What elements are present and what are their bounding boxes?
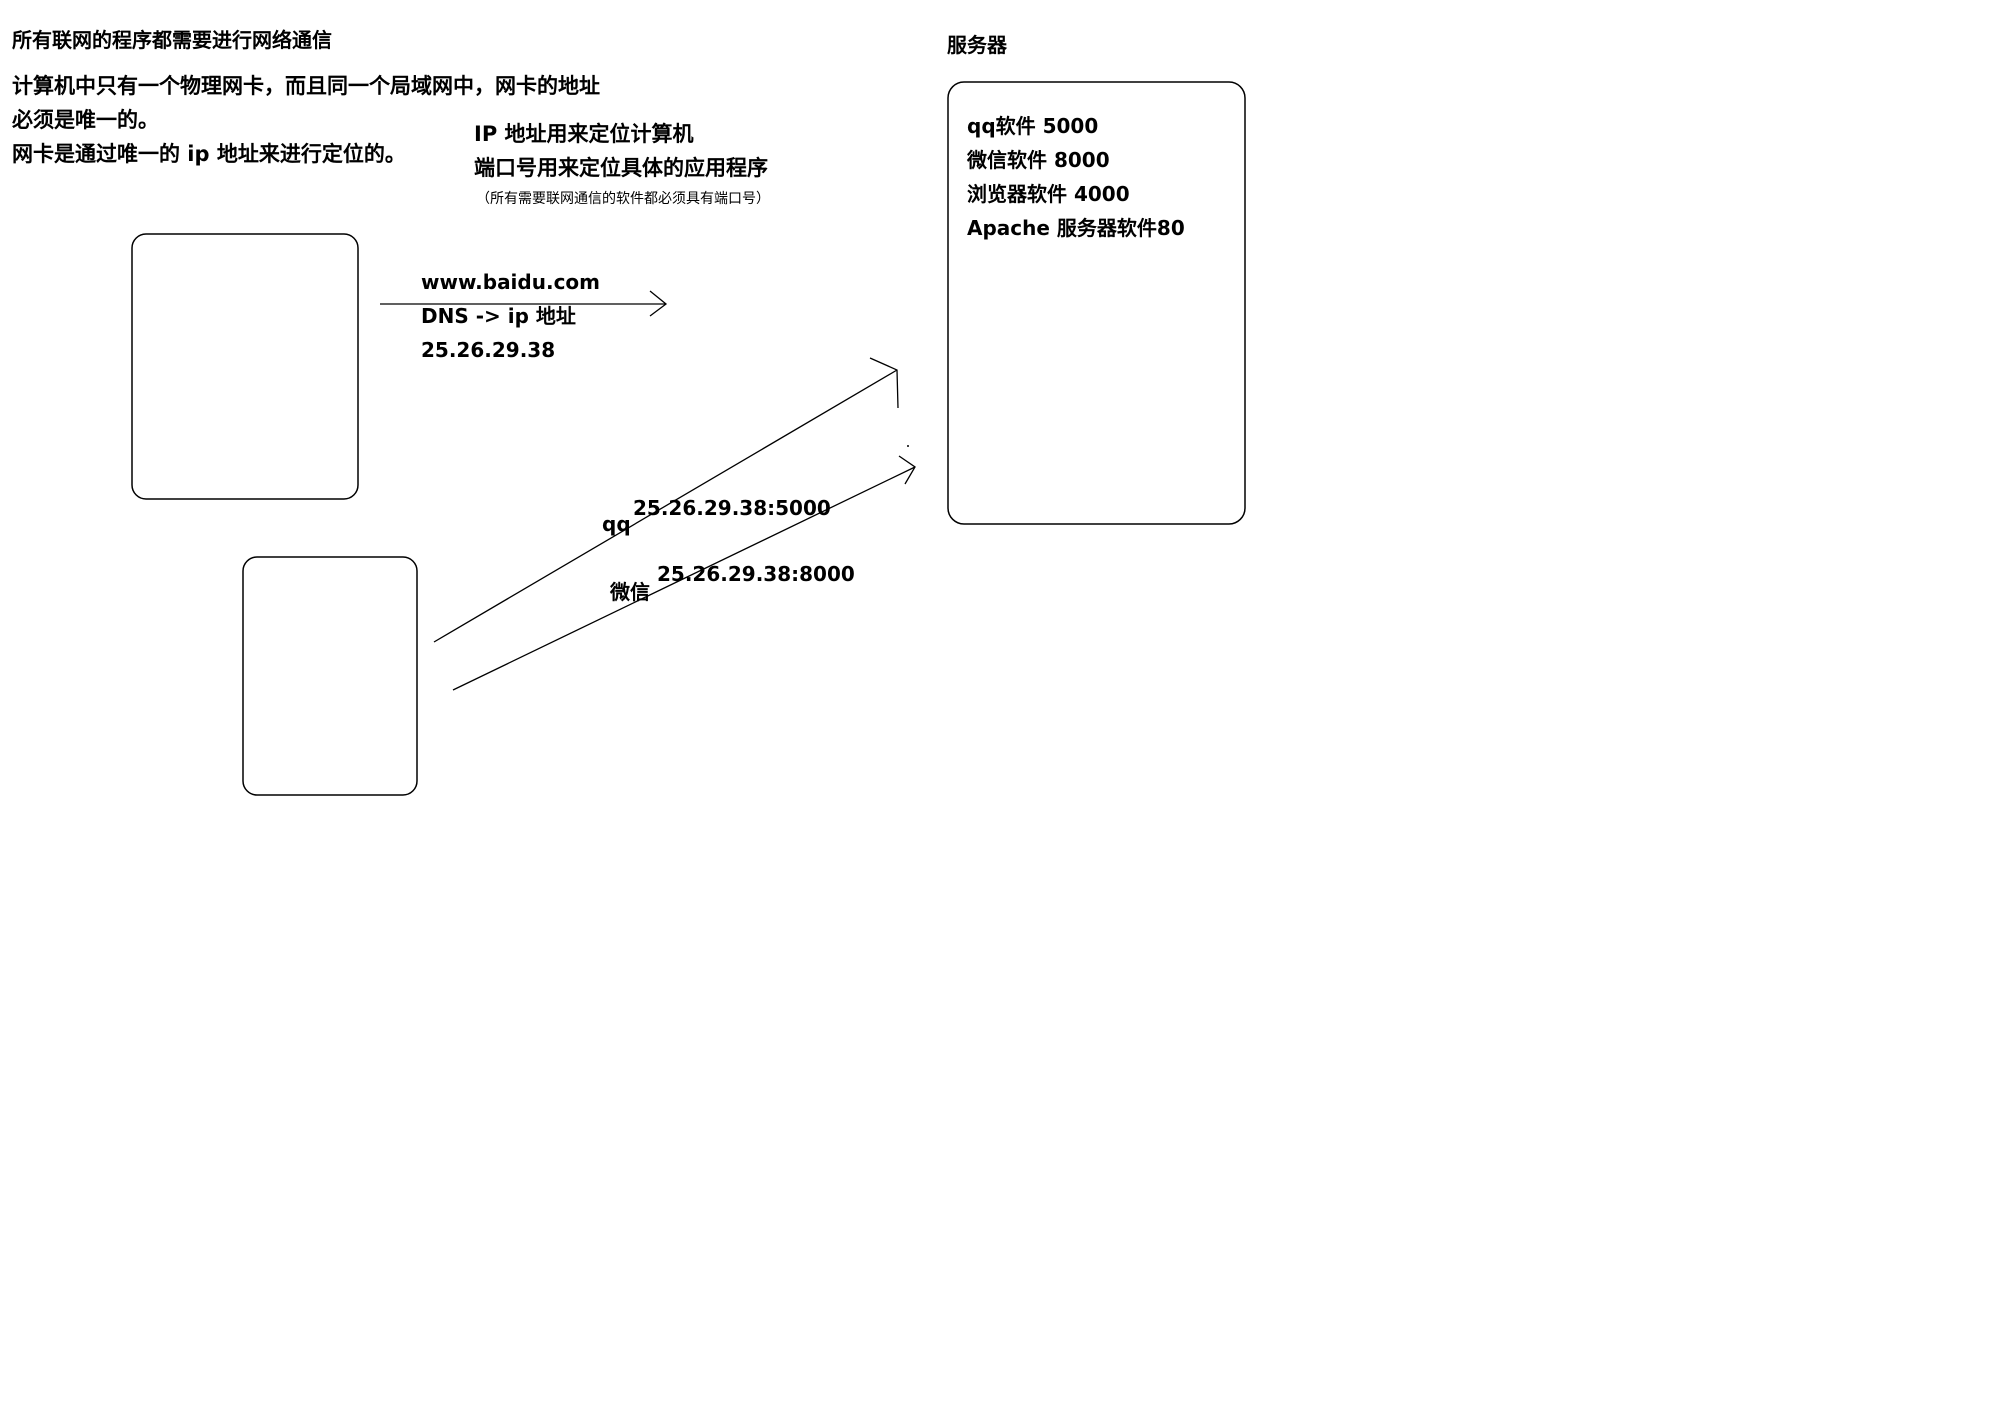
qq-connection-arrow (433, 357, 899, 643)
port-number-subnote: （所有需要联网通信的软件都必须具有端口号） (476, 191, 770, 207)
dns-lookup-label: DNS -> ip 地址 (421, 304, 576, 328)
port-number-note: 端口号用来定位具体的应用程序 (474, 156, 768, 180)
server-app-item: 浏览器软件 4000 (967, 182, 1130, 206)
dns-ip-label: 25.26.29.38 (421, 338, 556, 362)
nic-note-line-1: 计算机中只有一个物理网卡，而且同一个局域网中，网卡的地址 (12, 74, 600, 98)
server-app-item: Apache 服务器软件80 (967, 216, 1185, 240)
nic-note-line-3: 网卡是通过唯一的 ip 地址来进行定位的。 (12, 142, 406, 166)
server-box (947, 81, 1246, 525)
dns-arrow (380, 290, 668, 317)
server-label: 服务器 (947, 33, 1007, 57)
client-computer-box-2 (242, 556, 418, 796)
client-computer-box-1 (131, 233, 359, 500)
page-heading: 所有联网的程序都需要进行网络通信 (12, 28, 332, 52)
ip-address-note: IP 地址用来定位计算机 (474, 122, 694, 146)
server-app-list: qq软件 5000 微信软件 8000 浏览器软件 4000 Apache 服务… (967, 116, 1185, 252)
dns-domain-label: www.baidu.com (421, 270, 601, 294)
wechat-address-label: 25.26.29.38:8000 (657, 562, 855, 586)
server-app-item: 微信软件 8000 (967, 148, 1110, 172)
qq-address-label: 25.26.29.38:5000 (633, 496, 831, 520)
server-app-item: qq软件 5000 (967, 114, 1099, 138)
wechat-app-label: 微信 (610, 580, 650, 604)
nic-note-line-2: 必须是唯一的。 (12, 108, 159, 132)
qq-app-label: qq (602, 512, 631, 536)
wechat-connection-arrow (452, 455, 916, 691)
stray-dot (907, 445, 909, 447)
